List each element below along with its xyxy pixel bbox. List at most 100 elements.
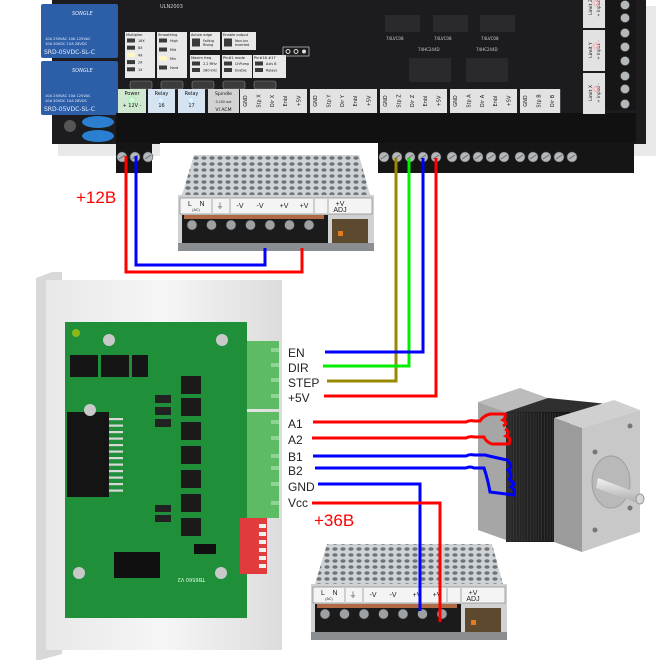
wire-enable[interactable] (325, 158, 425, 354)
wire-5v[interactable] (324, 158, 438, 398)
jumper-led[interactable] (127, 67, 135, 72)
jumper-led[interactable] (192, 42, 200, 47)
terminal-screw[interactable] (620, 28, 630, 38)
jumper-led[interactable] (159, 65, 167, 70)
terminal-screw[interactable] (620, 99, 630, 109)
psu-terminal-screw[interactable] (378, 608, 389, 620)
terminal-label-axis-y (310, 89, 377, 113)
psu-terminal-screw[interactable] (358, 608, 370, 620)
settings-panel (222, 55, 252, 78)
jumper-led[interactable] (224, 68, 232, 72)
jumper-led[interactable] (159, 56, 167, 61)
wire-a1[interactable] (313, 412, 508, 428)
psu-terminal-screw[interactable] (319, 608, 331, 620)
jumper-led[interactable] (127, 60, 135, 65)
jumper-led[interactable] (192, 61, 200, 66)
dip-lever[interactable] (259, 540, 266, 544)
psu-terminal-screw[interactable] (284, 219, 295, 231)
wire-b2[interactable] (315, 465, 517, 497)
psu-adj-pot[interactable] (471, 620, 476, 625)
push-button[interactable] (191, 80, 215, 90)
ic-label: 74HC244D (418, 47, 440, 52)
wire-b1[interactable] (313, 453, 513, 482)
wire-step[interactable] (327, 158, 398, 383)
limit-name: Limit X (588, 85, 594, 101)
psu-terminal-screw[interactable] (206, 219, 217, 231)
mosfet (181, 376, 201, 394)
psu-base (178, 243, 374, 251)
dip-lever[interactable] (259, 524, 266, 528)
push-button[interactable] (222, 80, 246, 90)
connector-slot (271, 378, 279, 382)
status-led (127, 95, 137, 105)
wire-12v-positive[interactable] (124, 156, 304, 274)
terminal-label-axis-z (380, 89, 447, 113)
psu-terminal-block (182, 215, 328, 243)
optocoupler (132, 355, 148, 377)
psu-terminal-label: (AC) (325, 597, 332, 601)
wire-12v-negative[interactable] (134, 156, 267, 267)
jumper-led[interactable] (255, 61, 263, 66)
terminal-pin-label: Dir Z (410, 94, 416, 107)
jumper-led[interactable] (224, 42, 232, 47)
driver-pin-en: EN (288, 346, 305, 360)
psu-terminal-screw[interactable] (339, 608, 350, 620)
jumper-led[interactable] (255, 68, 263, 72)
jumper-led[interactable] (224, 61, 232, 66)
psu-terminal-screw[interactable] (186, 219, 198, 231)
jumper-led[interactable] (192, 38, 200, 43)
shunt-resistor (155, 515, 171, 522)
terminal-screw[interactable] (620, 13, 630, 23)
terminal-screw[interactable] (620, 84, 630, 94)
pcb-screw (216, 334, 228, 346)
push-button[interactable] (160, 80, 184, 90)
driver-pin-b1: B1 (288, 450, 303, 464)
flange-hole (627, 423, 633, 429)
terminal-screw[interactable] (620, 0, 630, 10)
psu-terminal-screw[interactable] (397, 608, 409, 620)
psu-terminal-screw[interactable] (303, 219, 315, 231)
terminal-pin-label: Stp Y (326, 94, 332, 108)
settings-title: Maxim freq (191, 56, 211, 60)
push-button[interactable] (253, 80, 277, 90)
jumper-led[interactable] (224, 38, 232, 43)
ic-chip (409, 58, 451, 82)
jumper-led[interactable] (159, 47, 167, 52)
psu-terminal-screw[interactable] (225, 219, 237, 231)
wire-a2[interactable] (312, 427, 512, 446)
driver-pin-dir: DIR (288, 361, 309, 375)
terminal-screw[interactable] (620, 71, 630, 81)
limit-inputs: Limit Z+ Inp12 -Limit Y+ Inp11 -Limit X+… (583, 0, 605, 114)
wire-dir[interactable] (323, 158, 411, 368)
ic-leg (109, 450, 123, 453)
jumper-led[interactable] (192, 68, 200, 72)
terminal-label-text: 16 (158, 103, 164, 109)
terminal-pin-label: GND (453, 95, 459, 107)
wire-36v-negative[interactable] (318, 482, 422, 611)
terminal-screw[interactable] (620, 56, 630, 66)
dip-lever[interactable] (259, 532, 266, 536)
driver-pin-a1: A1 (288, 417, 303, 431)
psu-terminal-label: N (199, 201, 204, 208)
psu-adj-pot[interactable] (338, 231, 343, 236)
terminal-screw[interactable] (620, 42, 630, 52)
psu-terminal-screw[interactable] (245, 219, 256, 231)
dip-lever[interactable] (259, 548, 266, 552)
push-button[interactable] (129, 80, 153, 90)
settings-option: 2.2 MHz (203, 62, 217, 66)
jumper-led[interactable] (127, 38, 135, 43)
psu-terminal-screw[interactable] (264, 219, 276, 231)
psu-terminal-label: (AC) (192, 208, 199, 212)
dip-lever[interactable] (259, 564, 266, 568)
mosfet (181, 470, 201, 488)
connector-slot (271, 436, 279, 440)
terminal-pin-label: +5V (437, 95, 443, 106)
dip-lever[interactable] (259, 556, 266, 560)
jumper-led[interactable] (127, 45, 135, 50)
jumper-led[interactable] (159, 38, 167, 43)
wire-36v-positive[interactable] (312, 501, 442, 622)
jumper-led[interactable] (127, 52, 135, 57)
psu-terminal-screw[interactable] (417, 608, 428, 620)
